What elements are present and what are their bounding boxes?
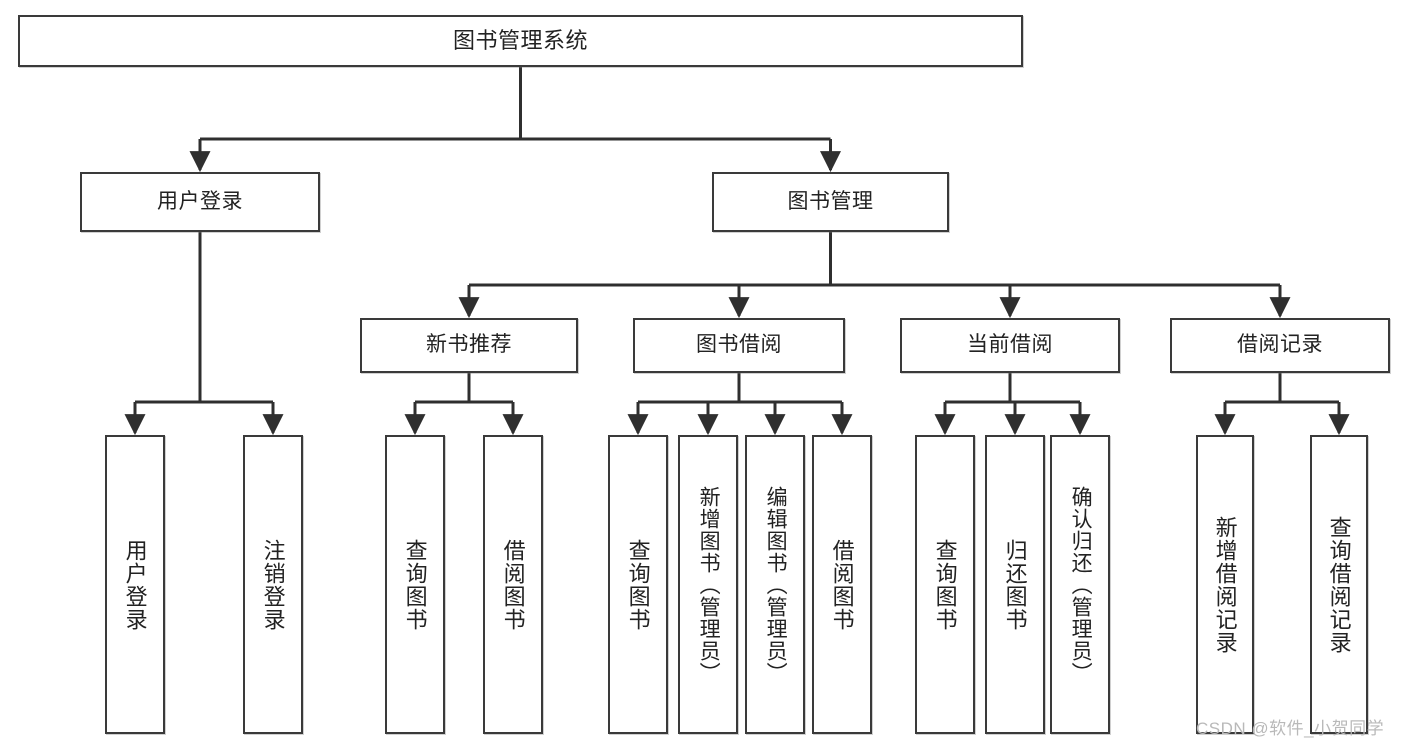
node-label: 新增借阅记录 [1212, 515, 1238, 654]
node-new-book-rec[interactable]: 新书推荐 [360, 318, 578, 373]
csdn-watermark: CSDN @软件_小贺同学 [1196, 719, 1385, 738]
node-leaf-8[interactable]: 借阅图书 [812, 435, 872, 734]
node-label: 图书管理 [787, 189, 874, 213]
node-leaf-5[interactable]: 查询图书 [608, 435, 668, 734]
node-label: 用户登录 [157, 189, 243, 213]
node-label: 图书管理系统 [452, 28, 588, 54]
node-label: 当前借阅 [967, 333, 1053, 357]
node-leaf-11[interactable]: 确认归还（管理员） [1050, 435, 1110, 734]
node-leaf-3[interactable]: 查询图书 [385, 435, 445, 734]
node-label: 用户登录 [122, 538, 148, 631]
node-label: 查询借阅记录 [1326, 515, 1352, 654]
node-label: 归还图书 [1002, 538, 1028, 631]
node-leaf-12[interactable]: 新增借阅记录 [1196, 435, 1254, 734]
node-cur-borrow[interactable]: 当前借阅 [900, 318, 1120, 373]
node-label: 编辑图书（管理员） [764, 485, 788, 684]
node-label: 注销登录 [260, 538, 286, 631]
node-borrow-record[interactable]: 借阅记录 [1170, 318, 1390, 373]
node-user-login[interactable]: 用户登录 [80, 172, 320, 232]
node-label: 新书推荐 [426, 333, 512, 357]
node-leaf-10[interactable]: 归还图书 [985, 435, 1045, 734]
node-leaf-2[interactable]: 注销登录 [243, 435, 303, 734]
node-book-borrow[interactable]: 图书借阅 [633, 318, 845, 373]
connector-paths [124, 67, 1350, 436]
node-label: 查询图书 [625, 538, 651, 631]
node-label: 新增图书（管理员） [697, 485, 721, 684]
node-label: 确认归还（管理员） [1069, 485, 1093, 684]
node-leaf-9[interactable]: 查询图书 [915, 435, 975, 734]
node-label: 借阅记录 [1237, 333, 1323, 357]
node-leaf-1[interactable]: 用户登录 [105, 435, 165, 734]
node-root[interactable]: 图书管理系统 [18, 15, 1023, 67]
node-label: 查询图书 [932, 538, 958, 631]
node-book-manage[interactable]: 图书管理 [712, 172, 949, 232]
node-label: 图书借阅 [696, 333, 782, 357]
node-leaf-13[interactable]: 查询借阅记录 [1310, 435, 1368, 734]
node-leaf-4[interactable]: 借阅图书 [483, 435, 543, 734]
node-label: 借阅图书 [829, 538, 855, 631]
node-leaf-7[interactable]: 编辑图书（管理员） [745, 435, 805, 734]
node-label: 查询图书 [402, 538, 428, 631]
node-label: 借阅图书 [500, 538, 526, 631]
node-leaf-6[interactable]: 新增图书（管理员） [678, 435, 738, 734]
